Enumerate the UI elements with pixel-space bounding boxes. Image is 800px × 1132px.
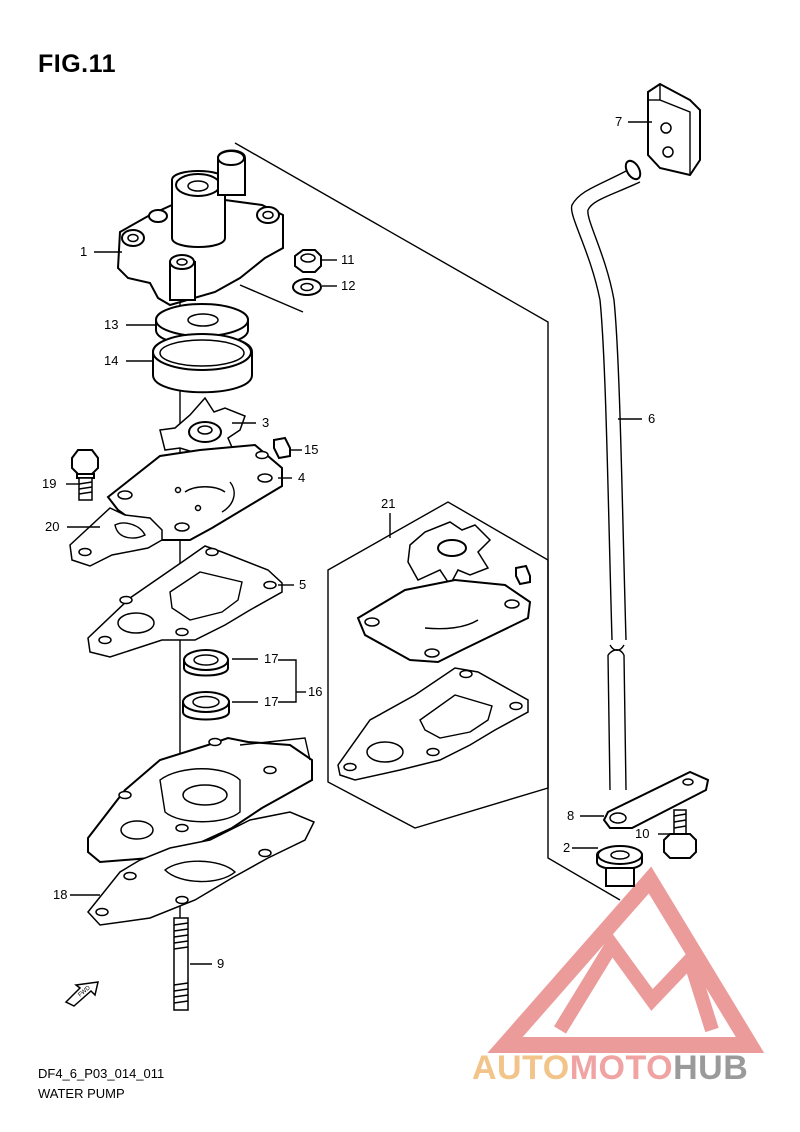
figure-title: FIG.11 bbox=[38, 50, 117, 78]
callout-14: 14 bbox=[104, 353, 118, 368]
brand-part-hub: HUB bbox=[673, 1049, 749, 1087]
gasket-part-18 bbox=[87, 811, 316, 926]
callout-19: 19 bbox=[42, 476, 56, 491]
callout-18: 18 bbox=[53, 887, 67, 902]
brand-part-auto: AUTO bbox=[472, 1049, 570, 1087]
plate-part-13 bbox=[155, 303, 249, 346]
callout-6: 6 bbox=[648, 411, 655, 426]
callout-2: 2 bbox=[563, 840, 570, 855]
grommet-part-7 bbox=[647, 82, 701, 177]
oil-seal-part-17-lower bbox=[182, 691, 230, 721]
impeller-case-part-14 bbox=[152, 333, 253, 394]
lower-case bbox=[87, 736, 313, 864]
gasket-part-20 bbox=[69, 507, 163, 567]
bolt-part-10 bbox=[663, 809, 697, 859]
bolt-part-19 bbox=[71, 449, 99, 501]
callout-leaders bbox=[66, 121, 672, 965]
callout-20: 20 bbox=[45, 519, 59, 534]
callout-9: 9 bbox=[217, 956, 224, 971]
callout-15: 15 bbox=[304, 442, 318, 457]
water-hose-part-6 bbox=[570, 159, 642, 791]
stud-bolt-part-9 bbox=[173, 917, 189, 1011]
callout-labels: 1 2 3 4 5 6 7 8 9 10 11 12 13 14 15 16 1… bbox=[42, 114, 655, 971]
diagram-code: DF4_6_P03_014_011 bbox=[38, 1066, 165, 1081]
repair-kit-part-21 bbox=[337, 521, 532, 781]
oil-seal-part-17-upper bbox=[183, 649, 229, 677]
callout-13: 13 bbox=[104, 317, 118, 332]
callout-11: 11 bbox=[341, 252, 355, 267]
callout-16: 16 bbox=[308, 684, 322, 699]
seal-part-2 bbox=[596, 845, 643, 887]
watermark-brand: AUTOMOTOHUB bbox=[472, 1049, 748, 1088]
watermark-logo bbox=[487, 866, 765, 1053]
washer-part-12 bbox=[292, 278, 322, 296]
callout-10: 10 bbox=[635, 826, 649, 841]
callout-17-lower: 17 bbox=[264, 694, 278, 709]
callout-21: 21 bbox=[381, 496, 395, 511]
callout-5: 5 bbox=[299, 577, 306, 592]
callout-7: 7 bbox=[615, 114, 622, 129]
key-part-15 bbox=[273, 436, 291, 460]
callout-12: 12 bbox=[341, 278, 355, 293]
bracket-16 bbox=[278, 659, 297, 703]
callout-8: 8 bbox=[567, 808, 574, 823]
callout-4: 4 bbox=[298, 470, 305, 485]
diagram-name: WATER PUMP bbox=[38, 1086, 125, 1101]
brand-part-moto: MOTO bbox=[569, 1049, 674, 1087]
callout-1: 1 bbox=[80, 244, 87, 259]
fwd-arrow-icon: FWD bbox=[64, 981, 99, 1007]
pump-housing-part-1 bbox=[116, 149, 284, 307]
nut-part-11 bbox=[294, 249, 322, 273]
callout-17-upper: 17 bbox=[264, 651, 278, 666]
callout-3: 3 bbox=[262, 415, 269, 430]
clamp-part-8 bbox=[602, 770, 710, 829]
gasket-part-5 bbox=[87, 545, 283, 658]
